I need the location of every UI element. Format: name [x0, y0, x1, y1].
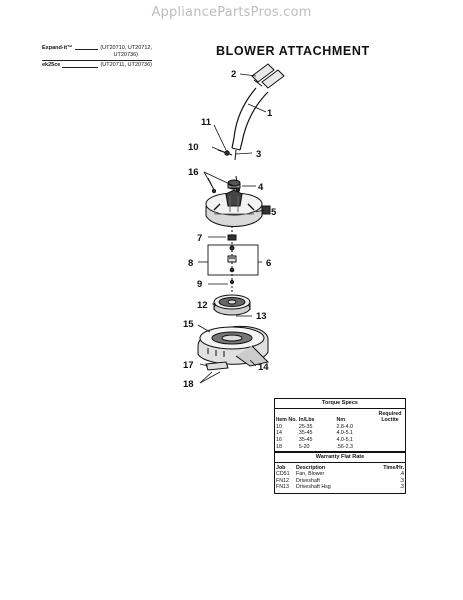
table-cell: CD51	[276, 471, 290, 478]
table-header-row: Item No. In/Lbs Nm Required Loctite	[275, 411, 405, 424]
callout-label: 18	[183, 379, 194, 390]
callout-label: 17	[183, 360, 194, 371]
model-label: ek25ce	[42, 62, 61, 69]
callout-label: 16	[188, 167, 199, 178]
callout-label: 5	[271, 207, 277, 218]
table-cell: 18	[276, 443, 282, 450]
callout-label: 9	[197, 279, 202, 290]
table-cell: .3	[399, 477, 404, 484]
table-cell: 14	[276, 430, 282, 437]
table-row: 16 35-45 4.0-5.1	[275, 437, 405, 444]
table-cell: 25-35	[298, 423, 313, 430]
table-cell: 2.8-4.0	[336, 423, 354, 430]
model-label: Expand-it™	[42, 45, 73, 51]
table-cell: 4.0-5.1	[336, 430, 354, 437]
warranty-title: Warranty Flat Rate	[275, 454, 405, 463]
model-divider	[42, 60, 152, 62]
model-value: (UT20711, UT20736)	[100, 62, 152, 69]
model-value: UT20736)	[113, 52, 138, 59]
table-cell: .4	[399, 471, 404, 478]
leader-lines	[197, 73, 267, 384]
column-header: Job	[276, 464, 286, 471]
callout-label: 6	[266, 258, 271, 269]
table-cell: 16	[276, 436, 282, 443]
callout-label: 12	[197, 300, 208, 311]
callout-label: 13	[256, 311, 267, 322]
callout-label: 14	[258, 362, 269, 373]
torque-specs-box: Torque Specs Item No. In/Lbs Nm Required…	[274, 398, 406, 452]
table-cell: 10	[276, 423, 282, 430]
table-row: CD51 Fan, Blower .4	[275, 471, 405, 478]
callout-label: 4	[258, 182, 264, 193]
upper-blower-housing	[205, 189, 271, 227]
nozzle-clip	[205, 361, 229, 371]
callout-label: 1	[267, 108, 273, 119]
table-cell	[375, 430, 405, 437]
watermark: AppliancePartsPros.com	[151, 5, 312, 20]
table-cell	[375, 444, 405, 451]
callout-label: 11	[201, 117, 212, 128]
table-cell: 4.0-5.1	[336, 436, 354, 443]
callout-label: 10	[188, 142, 199, 153]
table-cell	[375, 437, 405, 444]
shaft-column	[207, 226, 259, 294]
model-row: Expand-it™ (UT20710, UT20712,	[42, 45, 152, 52]
bushing	[227, 179, 241, 190]
lower-blower-housing	[197, 326, 269, 367]
table-row: FN13 Driveshaft Hsg .3	[275, 484, 405, 491]
handle-grips	[251, 63, 285, 89]
table-row: 14 35-45 4.0-5.1	[275, 430, 405, 437]
column-header: Nm	[336, 417, 346, 424]
callout-label: 7	[197, 233, 202, 244]
callout-label: 8	[188, 258, 193, 269]
driveshaft-housing-tube	[231, 87, 269, 161]
table-cell	[375, 424, 405, 431]
torque-specs-title: Torque Specs	[275, 400, 405, 409]
table-cell: FN13	[276, 484, 289, 491]
column-header: Required Loctite	[378, 410, 402, 424]
column-header: Description	[296, 464, 326, 471]
model-value: (UT20710, UT20712,	[100, 45, 152, 51]
column-header: Item No.	[276, 417, 297, 424]
model-row: ek25ce (UT20711, UT20736)	[42, 62, 152, 69]
callout-label: 15	[183, 319, 194, 330]
callout-labels: 2 1 11 10 3 16 4 5 7 8 6 9 12 13 15 17 1…	[183, 69, 277, 390]
table-cell: 35-45	[298, 430, 313, 437]
table-cell: 35-45	[298, 436, 313, 443]
model-leader	[62, 62, 99, 68]
model-row: UT20736)	[42, 52, 152, 59]
torque-specs-table: Item No. In/Lbs Nm Required Loctite 10 2…	[275, 411, 405, 451]
column-header: In/Lbs	[298, 417, 315, 424]
table-cell: Driveshaft Hsg	[296, 484, 331, 491]
table-row: FN12 Driveshaft .3	[275, 478, 405, 485]
column-header: Time/Hr.	[383, 464, 404, 471]
table-row: 18 5-20 .56-2.3	[275, 444, 405, 451]
diagram-title: BLOWER ATTACHMENT	[216, 44, 370, 58]
warranty-flat-rate-box: Warranty Flat Rate Job Description Time/…	[274, 452, 406, 494]
table-cell: FN12	[276, 477, 289, 484]
table-cell: Fan, Blower	[296, 471, 325, 478]
model-list: Expand-it™ (UT20710, UT20712, UT20736) e…	[42, 45, 152, 70]
warranty-table: Job Description Time/Hr. CD51 Fan, Blowe…	[275, 465, 405, 491]
callout-label: 2	[231, 69, 236, 80]
table-row: 10 25-35 2.8-4.0	[275, 424, 405, 431]
table-cell: .3	[399, 484, 404, 491]
table-header-row: Job Description Time/Hr.	[275, 465, 405, 472]
table-cell: 5-20	[298, 443, 310, 450]
callout-label: 3	[256, 149, 261, 160]
table-cell: Driveshaft	[296, 477, 320, 484]
fan-impeller	[213, 294, 251, 316]
model-leader	[74, 45, 99, 51]
table-cell: .56-2.3	[336, 443, 354, 450]
